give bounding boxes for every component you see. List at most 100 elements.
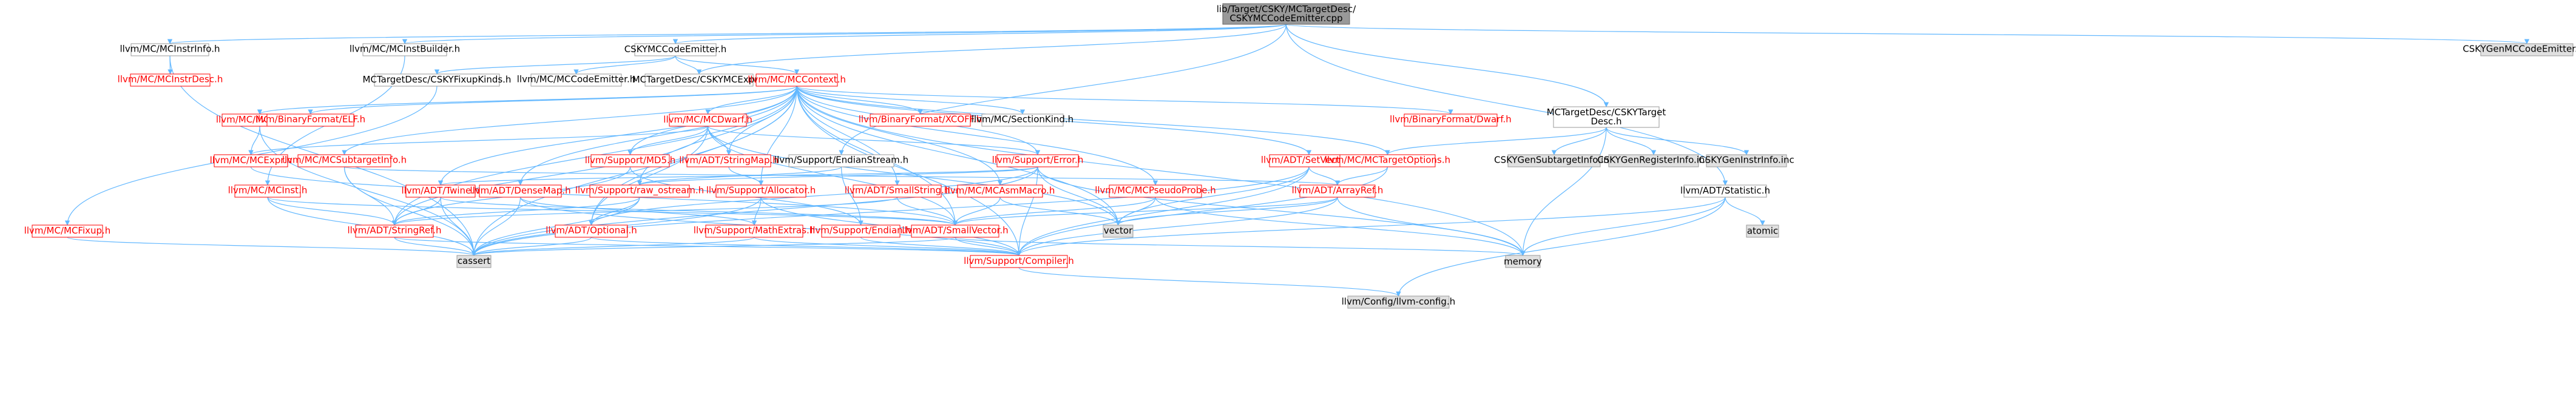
edge-optional-to-cassert xyxy=(471,237,592,256)
node-box xyxy=(266,113,354,127)
node-subtargetinc[interactable]: CSKYGenSubtargetInfo.inc xyxy=(1494,154,1614,167)
edge-statistic-to-memory xyxy=(1520,197,1726,256)
node-box xyxy=(214,154,288,167)
edge-supporterror-to-optional xyxy=(589,166,1038,226)
node-mccontext[interactable]: llvm/MC/MCContext.h xyxy=(748,73,846,87)
node-label: llvm/MC/MCExpr.h xyxy=(210,155,292,166)
node-mccodeemitter[interactable]: llvm/MC/MCCodeEmitter.h xyxy=(517,73,635,87)
node-label: llvm/ADT/Statistic.h xyxy=(1680,185,1770,196)
edge-densemap-to-cassert xyxy=(471,197,521,256)
node-md5[interactable]: llvm/Support/MD5.h xyxy=(585,154,676,167)
node-mcdwarf[interactable]: llvm/MC/MCDwarf.h xyxy=(663,113,752,127)
node-mcinst[interactable]: llvm/MC/MCInst.h xyxy=(228,184,308,198)
node-mathextras[interactable]: llvm/Support/MathExtras.h xyxy=(694,224,815,238)
edge-mccontext-to-memory xyxy=(796,86,1526,256)
edge-statistic-to-atomic xyxy=(1725,197,1765,226)
node-mcinstrinfo[interactable]: llvm/MC/MCInstrInfo.h xyxy=(120,43,220,56)
node-label: llvm/MC/MCDwarf.h xyxy=(663,114,752,125)
node-stringmap[interactable]: llvm/ADT/StringMap.h xyxy=(679,154,779,167)
node-box xyxy=(705,224,803,238)
node-box xyxy=(1553,106,1660,128)
node-atomic[interactable]: atomic xyxy=(1746,224,1779,238)
node-subtargetinfo[interactable]: llvm/MC/MCSubtargetInfo.h xyxy=(282,154,407,167)
edge-mcinst-to-stringref xyxy=(267,197,397,226)
node-mcinstrdesc[interactable]: llvm/MC/MCInstrDesc.h xyxy=(118,73,223,87)
node-fixupkinds[interactable]: MCTargetDesc/CSKYFixupKinds.h xyxy=(363,73,512,87)
node-label: llvm/Support/MathExtras.h xyxy=(694,225,815,236)
node-box xyxy=(1299,184,1376,198)
node-mcexpr[interactable]: llvm/MC/MCExpr.h xyxy=(210,154,292,167)
node-smallvector[interactable]: llvm/ADT/SmallVector.h xyxy=(902,224,1009,238)
edge-mccontext-to-mcvalue xyxy=(257,86,797,115)
node-rawostream[interactable]: llvm/Support/raw_ostream.h xyxy=(575,184,704,198)
node-endian[interactable]: llvm/Support/Endian.h xyxy=(810,224,911,238)
node-supporterror[interactable]: llvm/Support/Error.h xyxy=(992,154,1084,167)
node-dwarfh[interactable]: llvm/BinaryFormat/Dwarf.h xyxy=(1390,113,1512,127)
edge-supporterror-to-twine xyxy=(438,166,1038,186)
node-label: llvm/BinaryFormat/XCOFF.h xyxy=(859,114,982,125)
edge-mccontext-to-mctargetoptions xyxy=(796,86,1390,155)
node-statistic[interactable]: llvm/ADT/Statistic.h xyxy=(1680,184,1770,198)
node-memory[interactable]: memory xyxy=(1504,255,1542,268)
node-label: llvm/MC/SectionKind.h xyxy=(972,114,1073,125)
node-box xyxy=(405,184,476,198)
node-cskygenmccodeemitter[interactable]: CSKYGenMCCodeEmitter.inc xyxy=(2463,43,2576,56)
node-sectionkind[interactable]: llvm/MC/SectionKind.h xyxy=(972,113,1073,127)
node-box xyxy=(634,43,717,56)
node-box xyxy=(32,224,103,238)
node-instrinc[interactable]: CSKYGenInstrInfo.inc xyxy=(1699,154,1794,167)
node-endianstream[interactable]: llvm/Support/EndianStream.h xyxy=(774,154,908,167)
node-registerinc[interactable]: CSKYGenRegisterInfo.inc xyxy=(1597,154,1710,167)
node-box xyxy=(374,73,500,87)
edge-mccontext-to-sectionkind xyxy=(796,86,1026,115)
node-box xyxy=(130,73,211,87)
node-mcfixup[interactable]: llvm/MC/MCFixup.h xyxy=(24,224,111,238)
edge-cskycodeemitter-to-mccontext xyxy=(675,55,800,75)
node-box xyxy=(981,113,1064,127)
node-pseudoprobe[interactable]: llvm/MC/MCPseudoProbe.h xyxy=(1095,184,1216,198)
edge-arrayref-to-compiler xyxy=(1016,197,1338,256)
node-stringref[interactable]: llvm/ADT/StringRef.h xyxy=(347,224,442,238)
edge-statistic-to-compiler xyxy=(1016,197,1726,256)
node-vector[interactable]: vector xyxy=(1103,224,1134,238)
node-root[interactable]: lib/Target/CSKY/MCTargetDesc/CSKYMCCodeE… xyxy=(1217,3,1357,25)
node-arrayref[interactable]: llvm/ADT/ArrayRef.h xyxy=(1292,184,1384,198)
node-mctargetoptions[interactable]: llvm/MC/MCTargetOptions.h xyxy=(1325,154,1450,167)
node-box xyxy=(1347,295,1450,309)
edge-cskytargetdesc-to-mctargetoptions xyxy=(1385,127,1607,155)
node-mcinstbuilder[interactable]: llvm/MC/MCInstBuilder.h xyxy=(350,43,460,56)
node-densemap[interactable]: llvm/ADT/DenseMap.h xyxy=(470,184,571,198)
node-mcasmmacro[interactable]: llvm/MC/MCAsmMacro.h xyxy=(945,184,1055,198)
edge-mccontext-to-compiler xyxy=(796,86,1022,256)
node-xcoff[interactable]: llvm/BinaryFormat/XCOFF.h xyxy=(859,113,982,127)
edge-mcdwarf-to-supporterror xyxy=(707,126,1041,155)
edge-mccontext-to-mcasmmacro xyxy=(796,86,1003,186)
edge-allocator-to-mathextras xyxy=(751,197,762,226)
node-box xyxy=(1608,154,1699,167)
node-box xyxy=(686,154,771,167)
node-box xyxy=(130,43,209,56)
node-label: llvm/MC/MCInst.h xyxy=(228,185,308,196)
node-label: llvm/ADT/SmallString.h xyxy=(845,185,950,196)
node-box xyxy=(530,73,622,87)
node-compiler[interactable]: llvm/Support/Compiler.h xyxy=(964,255,1074,268)
node-cskycodeemitter[interactable]: CSKYMCCodeEmitter.h xyxy=(624,43,727,56)
node-smallstring[interactable]: llvm/ADT/SmallString.h xyxy=(845,184,950,198)
node-elfh[interactable]: llvm/BinaryFormat/ELF.h xyxy=(255,113,365,127)
node-optional[interactable]: llvm/ADT/Optional.h xyxy=(546,224,637,238)
node-llvmconfig[interactable]: llvm/Config/llvm-config.h xyxy=(1342,295,1455,309)
node-label: llvm/ADT/ArrayRef.h xyxy=(1292,185,1384,196)
edge-smallvector-to-compiler xyxy=(955,237,1022,256)
node-cassert[interactable]: cassert xyxy=(456,255,492,268)
node-allocator[interactable]: llvm/Support/Allocator.h xyxy=(706,184,816,198)
node-label: llvm/Support/Endian.h xyxy=(810,224,911,235)
node-label: lib/Target/CSKY/MCTargetDesc/CSKYMCCodeE… xyxy=(1217,4,1357,24)
node-twine[interactable]: llvm/ADT/Twine.h xyxy=(401,184,480,198)
node-setvector[interactable]: llvm/ADT/SetVector.h xyxy=(1261,154,1357,167)
edge-mccontext-to-densemap xyxy=(518,86,797,186)
node-cskymcexpr[interactable]: MCTargetDesc/CSKYMCExpr.h xyxy=(632,73,766,87)
edge-supporterror-to-vector xyxy=(1037,166,1121,226)
node-box xyxy=(456,255,492,268)
